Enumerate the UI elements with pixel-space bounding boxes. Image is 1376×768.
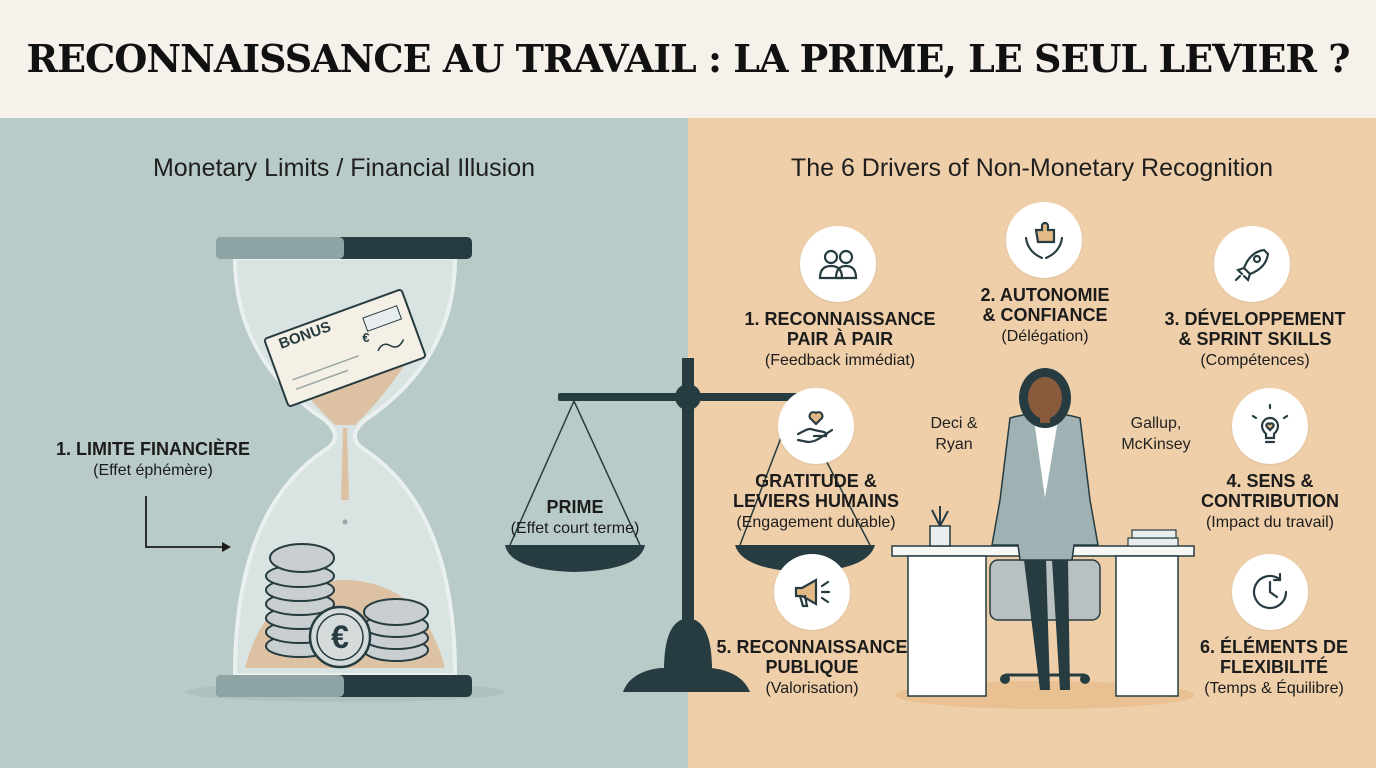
ref-right-line-2: McKinsey	[1121, 435, 1191, 453]
driver-gratitude: GRATITUDE & LEVIERS HUMAINS (Engagement …	[706, 471, 926, 531]
driver-1: 1. RECONNAISSANCE PAIR À PAIR (Feedback …	[720, 309, 960, 369]
driver-gratitude-heart-hand-icon	[778, 388, 854, 464]
ref-deci-ryan: Deci & Ryan	[914, 414, 994, 456]
check-euro-symbol: €	[362, 330, 370, 345]
driver-4-title-1: 4. SENS &	[1226, 471, 1314, 491]
driver-3-rocket-icon	[1214, 226, 1290, 302]
driver-3-sub: (Compétences)	[1200, 351, 1310, 369]
ref-gallup-mckinsey: Gallup, McKinsey	[1106, 414, 1206, 456]
coin-stack-icon	[265, 543, 429, 669]
driver-4-title-2: CONTRIBUTION	[1201, 490, 1339, 511]
prime-label: PRIME (Effet court terme)	[490, 497, 660, 537]
driver-5-title-1: 5. RECONNAISSANCE	[716, 637, 908, 657]
driver-1-title-2: PAIR À PAIR	[786, 328, 894, 349]
driver-4: 4. SENS & CONTRIBUTION (Impact du travai…	[1178, 471, 1362, 531]
limit-sub: (Effet éphémère)	[93, 461, 213, 479]
driver-2: 2. AUTONOMIE & CONFIANCE (Délégation)	[930, 285, 1160, 345]
limit-title: 1. LIMITE FINANCIÈRE	[55, 439, 250, 459]
desk-scene	[891, 368, 1195, 709]
driver-5: 5. RECONNAISSANCE PUBLIQUE (Valorisation…	[702, 637, 922, 697]
right-section-title: The 6 Drivers of Non-Monetary Recognitio…	[790, 154, 1274, 182]
driver-2-title-2: & CONFIANCE	[982, 304, 1108, 325]
driver-1-people-icon	[800, 226, 876, 302]
driver-5-title-2: PUBLIQUE	[765, 656, 859, 677]
ref-left-line-1: Deci &	[930, 415, 978, 432]
ref-right-line-1: Gallup,	[1130, 415, 1182, 432]
hourglass-icon	[185, 237, 505, 702]
driver-6-title-1: 6. ÉLÉMENTS DE	[1199, 637, 1349, 657]
driver-6-clock-icon	[1232, 554, 1308, 630]
driver-1-title-1: 1. RECONNAISSANCE	[744, 309, 936, 329]
arrow-icon	[145, 496, 231, 552]
page-title: RECONNAISSANCE AU TRAVAIL : LA PRIME, LE…	[26, 36, 1351, 81]
prime-sub: (Effet court terme)	[510, 519, 640, 537]
ref-left-line-2: Ryan	[935, 435, 973, 453]
header: RECONNAISSANCE AU TRAVAIL : LA PRIME, LE…	[0, 0, 1376, 118]
bonus-check-icon	[263, 289, 427, 407]
driver-3-title-2: & SPRINT SKILLS	[1178, 328, 1332, 349]
driver-2-title-1: 2. AUTONOMIE	[980, 285, 1110, 305]
driver-3: 3. DÉVELOPPEMENT & SPRINT SKILLS (Compét…	[1142, 309, 1368, 369]
driver-gratitude-title-2: LEVIERS HUMAINS	[732, 490, 900, 511]
driver-5-sub: (Valorisation)	[765, 679, 859, 697]
driver-2-hands-puzzle-icon	[1006, 202, 1082, 278]
driver-6-title-2: FLEXIBILITÉ	[1220, 656, 1328, 677]
coin-euro-symbol: €	[331, 619, 349, 655]
driver-4-lightbulb-heart-icon	[1232, 388, 1308, 464]
driver-gratitude-sub: (Engagement durable)	[736, 513, 896, 531]
driver-4-sub: (Impact du travail)	[1205, 513, 1335, 531]
driver-2-sub: (Délégation)	[1001, 327, 1089, 345]
left-section-title: Monetary Limits / Financial Illusion	[152, 154, 536, 182]
driver-gratitude-title-1: GRATITUDE &	[755, 471, 877, 491]
driver-6: 6. ÉLÉMENTS DE FLEXIBILITÉ (Temps & Équi…	[1180, 637, 1368, 697]
driver-1-sub: (Feedback immédiat)	[764, 351, 916, 369]
limit-label: 1. LIMITE FINANCIÈRE (Effet éphémère)	[30, 439, 276, 479]
driver-3-title-1: 3. DÉVELOPPEMENT	[1164, 309, 1346, 329]
prime-title: PRIME	[546, 497, 604, 517]
driver-5-megaphone-icon	[774, 554, 850, 630]
driver-6-sub: (Temps & Équilibre)	[1204, 679, 1344, 697]
